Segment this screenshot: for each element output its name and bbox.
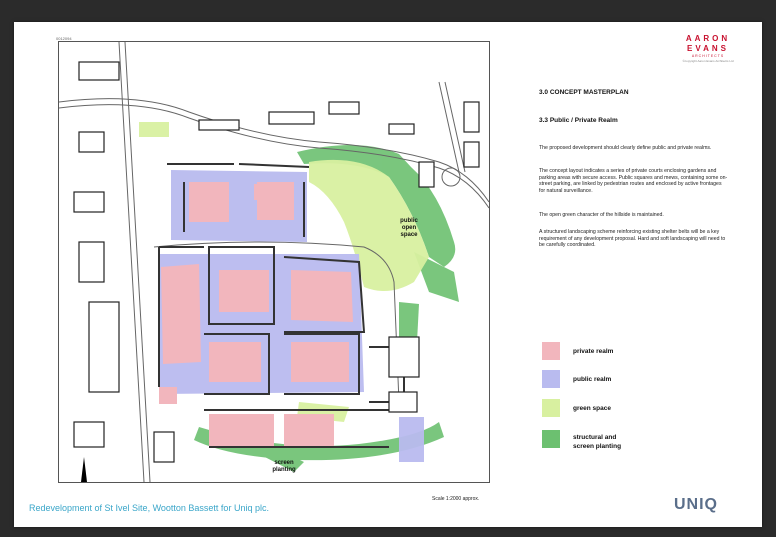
aaron-evans-logo: AARON EVANS ARCHITECTS ©copyright Aaron … [682, 34, 734, 63]
masterplan-map: public open space screen planting [58, 41, 490, 483]
roads [59, 42, 489, 482]
legend-swatch [542, 430, 560, 448]
masterplan-drawing [59, 42, 489, 482]
paragraph-2: The concept layout indicates a series of… [539, 168, 728, 194]
legend-swatch [542, 342, 560, 360]
legend-swatch [542, 399, 560, 417]
paragraph-4: A structured landscaping scheme reinforc… [539, 229, 726, 249]
open-space-label: public open space [400, 218, 418, 238]
paragraph-1: The proposed development should clearly … [539, 145, 712, 151]
building-blocks [158, 163, 405, 448]
scale-note: Scale 1:2000 approx. [432, 496, 480, 502]
document-code: 0012094 [56, 36, 72, 41]
footer-title: Redevelopment of St Ivel Site, Wootton B… [29, 503, 269, 513]
legend-swatch [542, 370, 560, 388]
existing-buildings [73, 61, 480, 463]
structural-planting [194, 144, 459, 472]
section-subtitle: 3.3 Public / Private Realm [539, 117, 618, 124]
screen-planting-label: screen planting [272, 460, 296, 473]
north-arrow-icon [81, 457, 87, 482]
paragraph-3: The open green character of the hillside… [539, 212, 664, 218]
uniq-logo: UNIQ [674, 496, 718, 513]
document-page: 0012094 [14, 22, 762, 527]
private-realm [159, 182, 353, 447]
section-title: 3.0 CONCEPT MASTERPLAN [539, 89, 629, 96]
